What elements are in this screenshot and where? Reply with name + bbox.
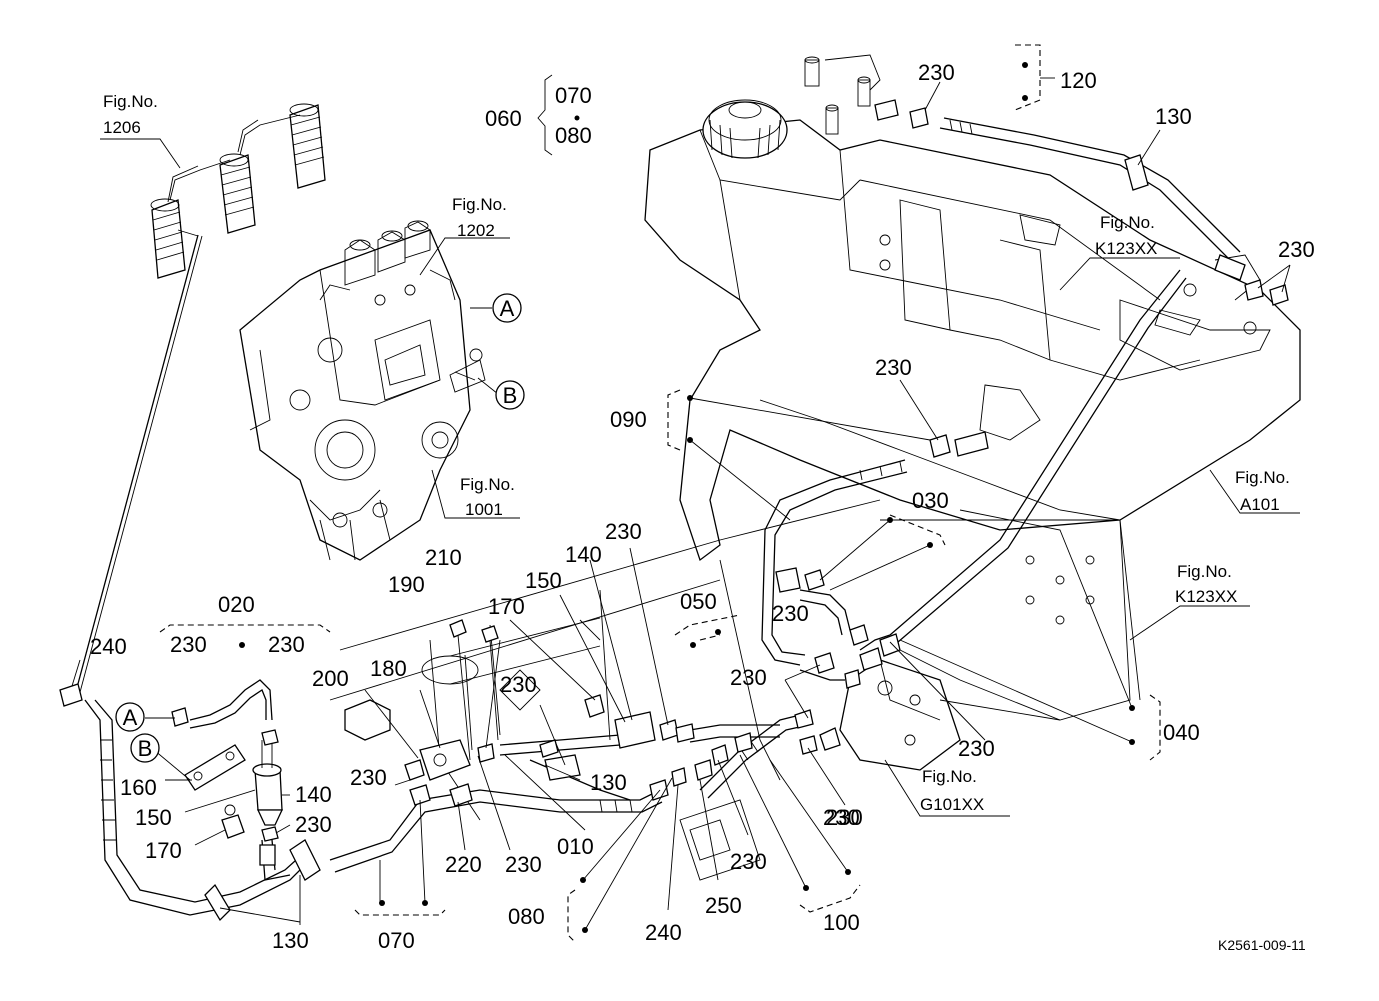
injection-nozzles <box>150 103 326 279</box>
callout-070-bot: 070 <box>378 928 415 953</box>
drawing-reference-code: K2561-009-11 <box>1218 937 1306 953</box>
marker-b-top: B <box>503 383 518 408</box>
callout-100: 100 <box>823 910 860 935</box>
callout-230-f: 230 <box>170 632 207 657</box>
fig-ref-1202-number: 1202 <box>457 221 495 240</box>
callout-160: 160 <box>120 775 157 800</box>
callout-050: 050 <box>680 589 717 614</box>
fig-ref-a101-number: A101 <box>1240 495 1280 514</box>
callout-210: 210 <box>425 545 462 570</box>
callout-130-top: 130 <box>1155 104 1192 129</box>
callout-250: 250 <box>705 893 742 918</box>
fig-ref-a101-label: Fig.No. <box>1235 468 1290 487</box>
callout-220: 220 <box>445 852 482 877</box>
callout-150-b: 150 <box>135 805 172 830</box>
callout-230-mid: 230 <box>875 355 912 380</box>
fig-ref-1206-label: Fig.No. <box>103 92 158 111</box>
callout-230-top: 230 <box>918 60 955 85</box>
callout-240-left: 240 <box>90 634 127 659</box>
callout-230-k: 230 <box>505 852 542 877</box>
fig-ref-k123-top-number: K123XX <box>1095 239 1157 258</box>
fig-ref-1202-label: Fig.No. <box>452 195 507 214</box>
fuel-filter-assembly <box>171 707 284 842</box>
fig-ref-k123-mid-number: K123XX <box>1175 587 1237 606</box>
marker-a-left: A <box>123 705 138 730</box>
fig-ref-1001-label: Fig.No. <box>460 475 515 494</box>
fig-ref-1206-number: 1206 <box>103 118 141 137</box>
callout-230-d: 230 <box>958 736 995 761</box>
group-brackets <box>159 44 1161 943</box>
callout-230-j: 230 <box>350 765 387 790</box>
callout-080-top: 080 <box>555 123 592 148</box>
callout-190: 190 <box>388 572 425 597</box>
figure-references: Fig.No. 1206 Fig.No. 1202 Fig.No. 1001 F… <box>100 92 1290 814</box>
callout-140-a: 140 <box>565 542 602 567</box>
callout-230-e: 230 <box>823 805 860 830</box>
callout-230-c: 230 <box>730 665 767 690</box>
marker-a-circle-left <box>115 702 145 732</box>
marker-b-circle-left <box>130 733 160 763</box>
marker-a-circle-top <box>492 293 522 323</box>
part-callouts: 060 070 080 230 120 130 230 230 090 030 … <box>90 60 1315 953</box>
leader-lines <box>71 81 1300 931</box>
callout-230-h: 230 <box>500 672 537 697</box>
callout-080-bot: 080 <box>508 904 545 929</box>
callout-070-top: 070 <box>555 83 592 108</box>
marker-b-left: B <box>138 736 153 761</box>
callout-200: 200 <box>312 666 349 691</box>
callout-020: 020 <box>218 592 255 617</box>
marker-b-circle-top <box>495 380 525 410</box>
injection-pump-block <box>239 220 486 561</box>
fuel-hoses <box>74 117 1241 922</box>
fig-ref-k123-mid-label: Fig.No. <box>1177 562 1232 581</box>
callout-040: 040 <box>1163 720 1200 745</box>
callout-230-m: 230 <box>826 805 863 830</box>
callout-180: 180 <box>370 656 407 681</box>
fig-ref-k123-top-label: Fig.No. <box>1100 213 1155 232</box>
callout-010: 010 <box>557 834 594 859</box>
callout-230-a: 230 <box>605 519 642 544</box>
fig-ref-g101-number: G101XX <box>920 795 984 814</box>
center-fittings <box>59 99 1289 866</box>
fuel-pump-housing <box>839 659 961 771</box>
callout-230-g: 230 <box>268 632 305 657</box>
fuel-tank <box>644 54 1301 562</box>
callout-240-bot: 240 <box>645 920 682 945</box>
callout-170-a: 170 <box>488 594 525 619</box>
callout-030: 030 <box>912 488 949 513</box>
fig-ref-1001-number: 1001 <box>465 500 503 519</box>
callout-230-l: 230 <box>730 849 767 874</box>
callout-130-mid: 130 <box>590 770 627 795</box>
callout-230-right: 230 <box>1278 237 1315 262</box>
callout-120: 120 <box>1060 68 1097 93</box>
callout-170-b: 170 <box>145 838 182 863</box>
callout-060: 060 <box>485 106 522 131</box>
callout-130-bot: 130 <box>272 928 309 953</box>
fig-ref-g101-label: Fig.No. <box>922 767 977 786</box>
callout-150-a: 150 <box>525 568 562 593</box>
callout-140-b: 140 <box>295 782 332 807</box>
callout-090: 090 <box>610 407 647 432</box>
callout-230-b: 230 <box>772 601 809 626</box>
marker-a-top: A <box>500 296 515 321</box>
reference-markers: A B A B <box>115 293 525 763</box>
callout-230-i: 230 <box>295 812 332 837</box>
